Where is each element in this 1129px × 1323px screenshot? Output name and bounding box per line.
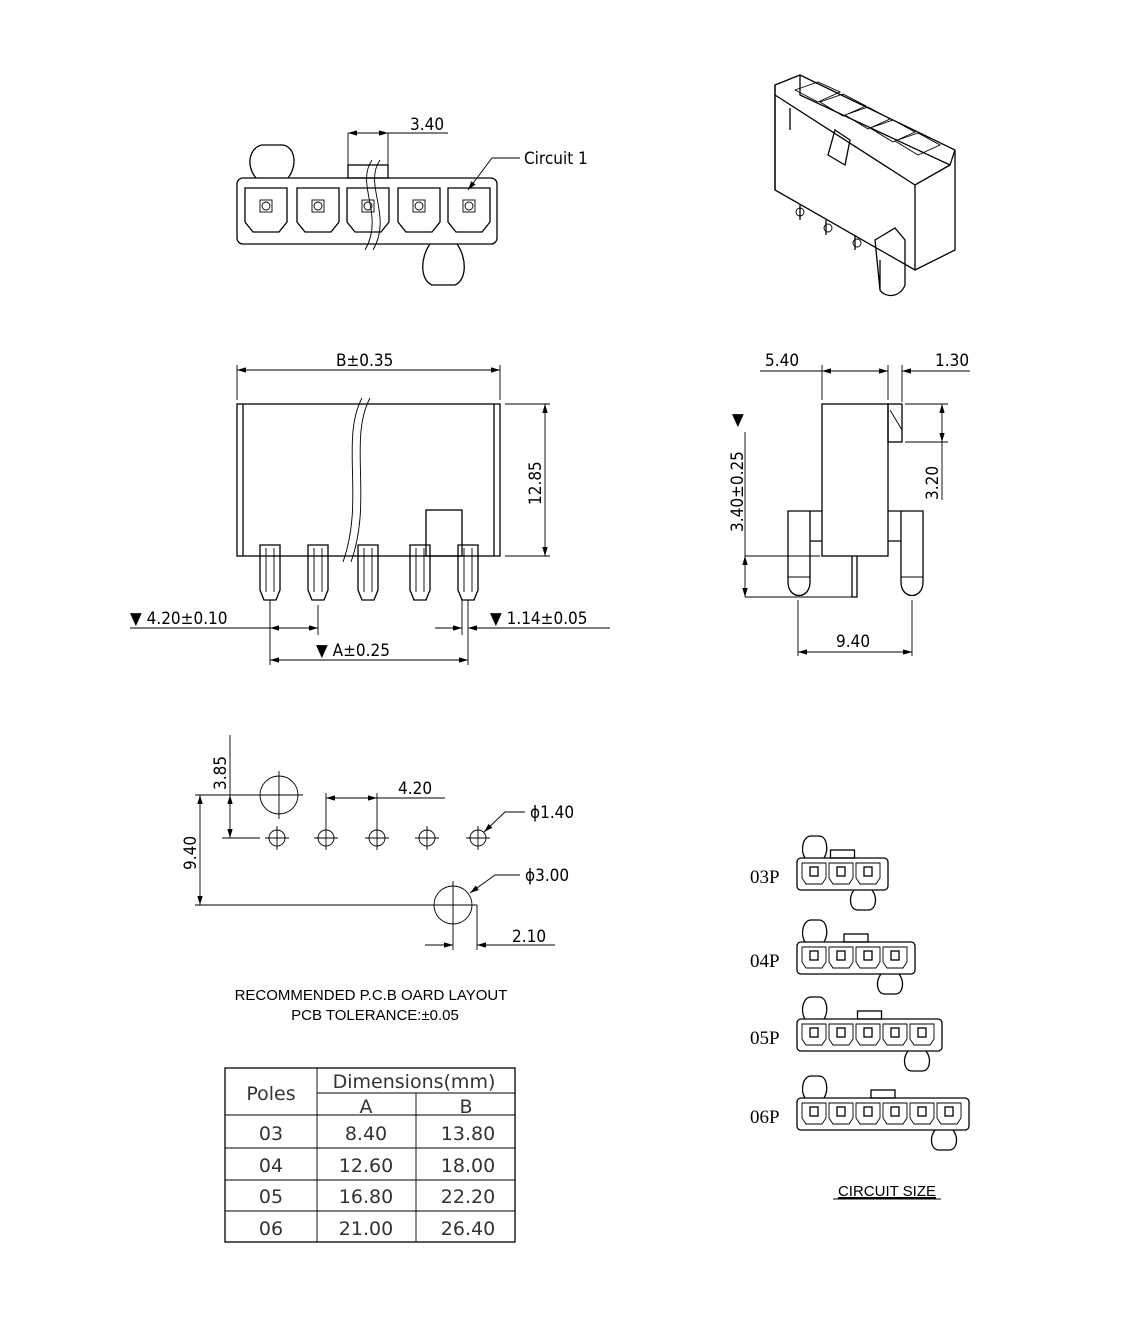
cell-a: 16.80 [339, 1186, 393, 1208]
col-b-header: B [459, 1096, 472, 1118]
pin [307, 544, 329, 601]
cavity [346, 187, 390, 233]
dimensions-table: Poles Dimensions(mm) A B 03 8.40 13.80 04 12… [224, 1067, 516, 1243]
cell-b: 26.40 [441, 1218, 495, 1240]
side-view: 5.40 1.30 3.20 ▼ 3.40±0.25 9.40 [728, 351, 970, 656]
cell-poles: 05 [259, 1186, 283, 1208]
side-width-dim: 5.40 [765, 351, 799, 371]
pcb-layout: 3.85 9.40 4.20 ϕ1.40 ϕ3.00 2.10 RECOMMEN… [181, 735, 574, 1024]
poles-header: Poles [246, 1083, 295, 1105]
width-b-dim: B±0.35 [336, 351, 393, 371]
variant-label: 03P [750, 867, 780, 888]
pcb-pitch-dim: 4.20 [398, 779, 432, 799]
latch-height-dim: 3.20 [923, 466, 943, 500]
height-dim: 12.85 [526, 461, 546, 505]
peg-spacing-dim: 9.40 [836, 632, 870, 652]
pin-width-dim: ▼ 1.14±0.05 [490, 609, 588, 629]
pcb-caption-tolerance: PCB TOLERANCE:±0.05 [291, 1007, 459, 1024]
circuit-variant: 05P [750, 996, 943, 1072]
variant-label: 05P [750, 1028, 780, 1049]
cell-poles: 06 [259, 1218, 283, 1240]
dimensions-header: Dimensions(mm) [333, 1071, 496, 1093]
standoff-dim: 3.40±0.25 [728, 451, 748, 532]
cell-a: 12.60 [339, 1155, 393, 1177]
dim-a: ▼ A±0.25 [316, 641, 390, 661]
variant-label: 04P [750, 951, 780, 972]
cell-b: 22.20 [441, 1186, 495, 1208]
table-row: 05 16.80 22.20 [259, 1186, 495, 1208]
cell-a: 21.00 [339, 1218, 393, 1240]
circuit-size: 03P 04P 05P 06P CIRCUIT SIZE [750, 835, 970, 1200]
pin [409, 544, 431, 601]
table-row: 04 12.60 18.00 [259, 1155, 495, 1177]
cell-poles: 03 [259, 1123, 283, 1145]
pcb-offset-y-dim: 3.85 [211, 756, 231, 790]
top-pitch-dim: 3.40 [410, 115, 444, 135]
table-row: 06 21.00 26.40 [259, 1218, 495, 1240]
standoff-marker: ▼ [732, 410, 744, 430]
top-view: 3.40 Circuit 1 [236, 115, 588, 286]
pin [357, 544, 379, 601]
pcb-caption-title: RECOMMENDED P.C.B OARD LAYOUT [235, 987, 508, 1004]
pin [259, 544, 281, 601]
variant-label: 06P [750, 1107, 780, 1128]
peg-x-dim: 2.10 [512, 927, 546, 947]
circuit-size-title: CIRCUIT SIZE [838, 1183, 936, 1200]
col-a-header: A [360, 1096, 373, 1118]
front-view: B±0.35 12.85 ▼ 4.20±0.10 ▼ A±0.25 ▼ 1.14… [130, 351, 610, 665]
hole-diameter-dim: ϕ1.40 [530, 803, 574, 823]
cell-b: 18.00 [441, 1155, 495, 1177]
cavity [244, 187, 288, 233]
cavity [296, 187, 340, 233]
cell-b: 13.80 [441, 1123, 495, 1145]
isometric-view [774, 74, 956, 297]
circuit-variant: 03P [750, 835, 889, 911]
circuit-variant: 04P [750, 919, 916, 995]
circuit-variant: 06P [750, 1075, 970, 1151]
cell-a: 8.40 [345, 1123, 387, 1145]
pin-pitch-dim: ▼ 4.20±0.10 [130, 609, 228, 629]
table-row: 03 8.40 13.80 [259, 1123, 495, 1145]
cavity [447, 187, 491, 233]
peg-hole-diameter-dim: ϕ3.00 [525, 866, 569, 886]
latch-width-dim: 1.30 [935, 351, 969, 371]
cell-poles: 04 [259, 1155, 283, 1177]
circuit-1-label: Circuit 1 [524, 149, 588, 169]
pin [457, 544, 479, 601]
pcb-total-offset-dim: 9.40 [181, 836, 201, 870]
cavity [397, 187, 441, 233]
